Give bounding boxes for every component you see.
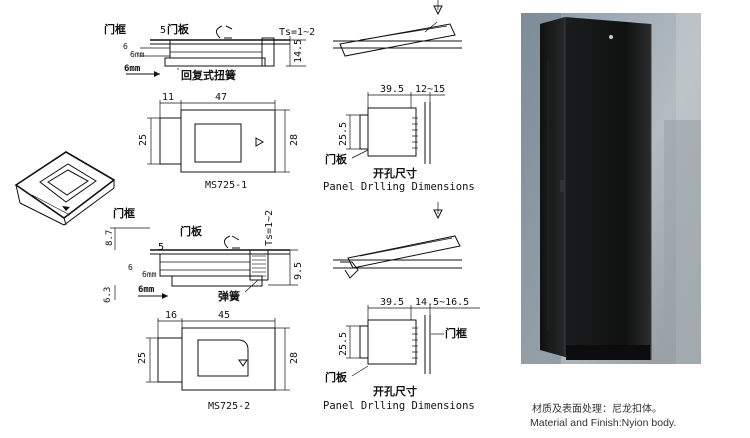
ms725-1-cut-12-15: 12~15 (415, 84, 445, 95)
ms725-2-dim-5: 5 (158, 242, 164, 253)
ms725-1-dim-6mm-b: 6mm (124, 64, 141, 74)
ms725-1-dim-25: 25 (138, 134, 149, 146)
ms725-1-cut-39-5: 39.5 (380, 84, 404, 95)
ms725-1-model: MS725-1 (205, 180, 247, 191)
ms725-1-dim-14-5: 14.5 (293, 39, 304, 63)
cabinet-photo: 材质及表面处理：尼龙扣体。 Material and Finish:Nyion … (521, 13, 701, 429)
ms725-2-frame-label: 门框 (113, 206, 135, 220)
ms725-2-dim-45: 45 (218, 310, 230, 321)
ms725-2-front-view: 16 45 25 28 MS725-2 (137, 310, 300, 412)
ms725-2-panel-label: 门板 (180, 224, 203, 238)
ms725-1-dim-6: 6 (123, 42, 128, 51)
ms725-1-spring-label: 回复式扭簧 (181, 68, 236, 82)
ms725-1-dim-28: 28 (289, 134, 300, 146)
ms725-2-ts-label: Ts=1~2 (264, 210, 275, 246)
photo-caption-cn: 材质及表面处理：尼龙扣体。 (532, 402, 662, 415)
ms725-2-dim-6: 6 (128, 263, 133, 272)
ms725-2-cut-title-en: Panel Drlling Dimensions (323, 400, 475, 412)
ms725-2-cut-title-cn: 开孔尺寸 (373, 384, 417, 398)
ms725-1-cut-panel-label: 门板 (325, 152, 348, 166)
ms725-1-cut-25-5: 25.5 (338, 122, 349, 146)
ms725-1-panel-label: 门板 (167, 22, 190, 36)
ms725-2-cut-25-5: 25.5 (338, 332, 349, 356)
photo-caption-en: Material and Finish:Nyion body. (530, 417, 676, 429)
ms725-2-dim-16: 16 (165, 310, 177, 321)
ms725-2-dim-9-5: 9.5 (293, 262, 304, 280)
latch-isometric-sketch (14, 151, 116, 226)
ms725-2-dim-25: 25 (137, 352, 148, 364)
ms725-2-cut-39-5: 39.5 (380, 297, 404, 308)
ms725-1-ts-label: Ts=1~2 (279, 27, 315, 38)
ms725-1-side-section: 门框 门板 5 6 6mm 6mm 回复式扭簧 Ts=1~2 14.5 (104, 22, 315, 82)
ms725-2-cut-frame-label: 门框 (445, 326, 467, 340)
ms725-2-cut-14-16: 14.5~16.5 (415, 297, 469, 308)
ms725-1-cut-title-en: Panel Drlling Dimensions (323, 181, 475, 193)
ms725-1-dim-11: 11 (162, 92, 174, 103)
ms725-1-cut-title-cn: 开孔尺寸 (373, 166, 417, 180)
ms725-2-cutout: 39.5 14.5~16.5 25.5 门框 门板 开孔尺寸 Panel Drl… (323, 202, 480, 412)
ms725-1-frame-label: 门框 (104, 22, 126, 36)
ms725-1-dim-47: 47 (215, 92, 227, 103)
ms725-2-dim-6-3: 6.3 (103, 287, 113, 303)
ms725-1-cutout: 39.5 12~15 25.5 门板 开孔尺寸 Panel Drlling Di… (323, 0, 475, 193)
ms725-2-model: MS725-2 (208, 401, 250, 412)
ms725-2-dim-8-7: 8.7 (105, 230, 115, 246)
ms725-2-dim-6mm-b: 6mm (138, 285, 155, 295)
ms725-2-cut-panel-label: 门板 (325, 370, 348, 384)
ms725-2-spring-label: 弹簧 (218, 289, 240, 303)
ms725-1-dim-6mm: 6mm (130, 50, 145, 59)
ms725-2-dim-6mm: 6mm (142, 270, 157, 279)
ms725-1-front-view: 11 47 25 28 MS725-1 (138, 92, 300, 191)
ms725-1-dim-5: 5 (160, 25, 166, 36)
ms725-2-side-section: 门框 门板 8.7 5 6 6mm 6mm 6.3 弹簧 Ts=1~2 (103, 206, 304, 303)
ms725-2-dim-28: 28 (289, 352, 300, 364)
